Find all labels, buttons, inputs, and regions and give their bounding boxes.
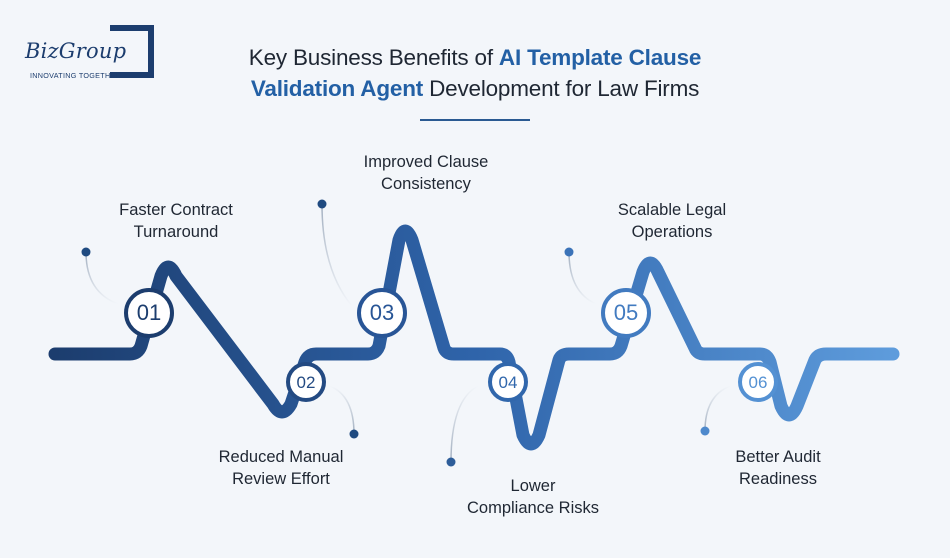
benefit-label-line: Better Audit bbox=[735, 448, 821, 466]
step-badge-01: 01 bbox=[124, 288, 174, 338]
benefit-label-line: Compliance Risks bbox=[466, 499, 600, 517]
benefit-label-line: Improved Clause bbox=[363, 153, 489, 171]
title-highlight-1: AI Template Clause bbox=[498, 45, 702, 70]
benefit-label-line: Readiness bbox=[739, 470, 817, 488]
step-number: 06 bbox=[748, 372, 768, 392]
benefit-label-03: Improved Clause Consistency bbox=[364, 151, 489, 195]
step-badge-06: 06 bbox=[738, 362, 778, 402]
benefit-label-06: Better Audit Readiness bbox=[735, 446, 820, 490]
connector-dot bbox=[446, 457, 456, 467]
title-part-2: Development for Law Firms bbox=[423, 76, 700, 101]
step-number: 01 bbox=[136, 300, 162, 325]
connector-dot bbox=[349, 429, 359, 439]
connector-dot bbox=[700, 426, 710, 436]
logo-brand-text: BizGroup bbox=[25, 39, 127, 63]
step-number: 02 bbox=[296, 372, 316, 392]
logo-frame-shape bbox=[110, 25, 154, 78]
step-number: 03 bbox=[369, 300, 395, 325]
connector-dot bbox=[317, 199, 327, 209]
logo-tagline: INNOVATING TOGETHER bbox=[30, 71, 122, 80]
page-title: Key Business Benefits of AI Template Cla… bbox=[170, 42, 780, 104]
benefit-label-line: Review Effort bbox=[232, 470, 330, 488]
step-badge-04: 04 bbox=[488, 362, 528, 402]
title-part-1: Key Business Benefits of bbox=[248, 45, 499, 70]
step-number: 04 bbox=[498, 372, 518, 392]
step-badge-03: 03 bbox=[357, 288, 407, 338]
step-number: 05 bbox=[613, 300, 639, 325]
benefit-label-line: Operations bbox=[631, 223, 713, 241]
connector-dot bbox=[81, 247, 91, 257]
benefit-label-line: Consistency bbox=[381, 175, 471, 193]
benefit-label-line: Turnaround bbox=[133, 223, 219, 241]
connector-dot bbox=[564, 247, 574, 257]
benefit-label-line: Reduced Manual bbox=[218, 448, 344, 466]
benefit-label-line: Lower bbox=[510, 477, 556, 495]
benefit-label-line: Faster Contract bbox=[119, 201, 233, 219]
bizgroup-logo: BizGroup INNOVATING TOGETHER bbox=[22, 22, 157, 84]
connector-05 bbox=[564, 247, 597, 305]
connector-03 bbox=[317, 199, 353, 307]
connector-02 bbox=[329, 385, 359, 439]
step-badge-02: 02 bbox=[286, 362, 326, 402]
step-badge-05: 05 bbox=[601, 288, 651, 338]
title-highlight-2: Validation Agent bbox=[250, 76, 424, 101]
benefit-label-04: Lower Compliance Risks bbox=[467, 475, 599, 519]
connector-04 bbox=[446, 385, 479, 467]
benefit-label-01: Faster Contract Turnaround bbox=[119, 199, 233, 243]
wave-path bbox=[48, 224, 900, 451]
connector-06 bbox=[700, 385, 731, 436]
benefit-label-05: Scalable Legal Operations bbox=[618, 199, 726, 243]
title-divider bbox=[420, 119, 530, 121]
connector-01 bbox=[81, 247, 119, 305]
benefit-label-line: Scalable Legal bbox=[617, 201, 727, 219]
benefit-label-02: Reduced Manual Review Effort bbox=[219, 446, 344, 490]
